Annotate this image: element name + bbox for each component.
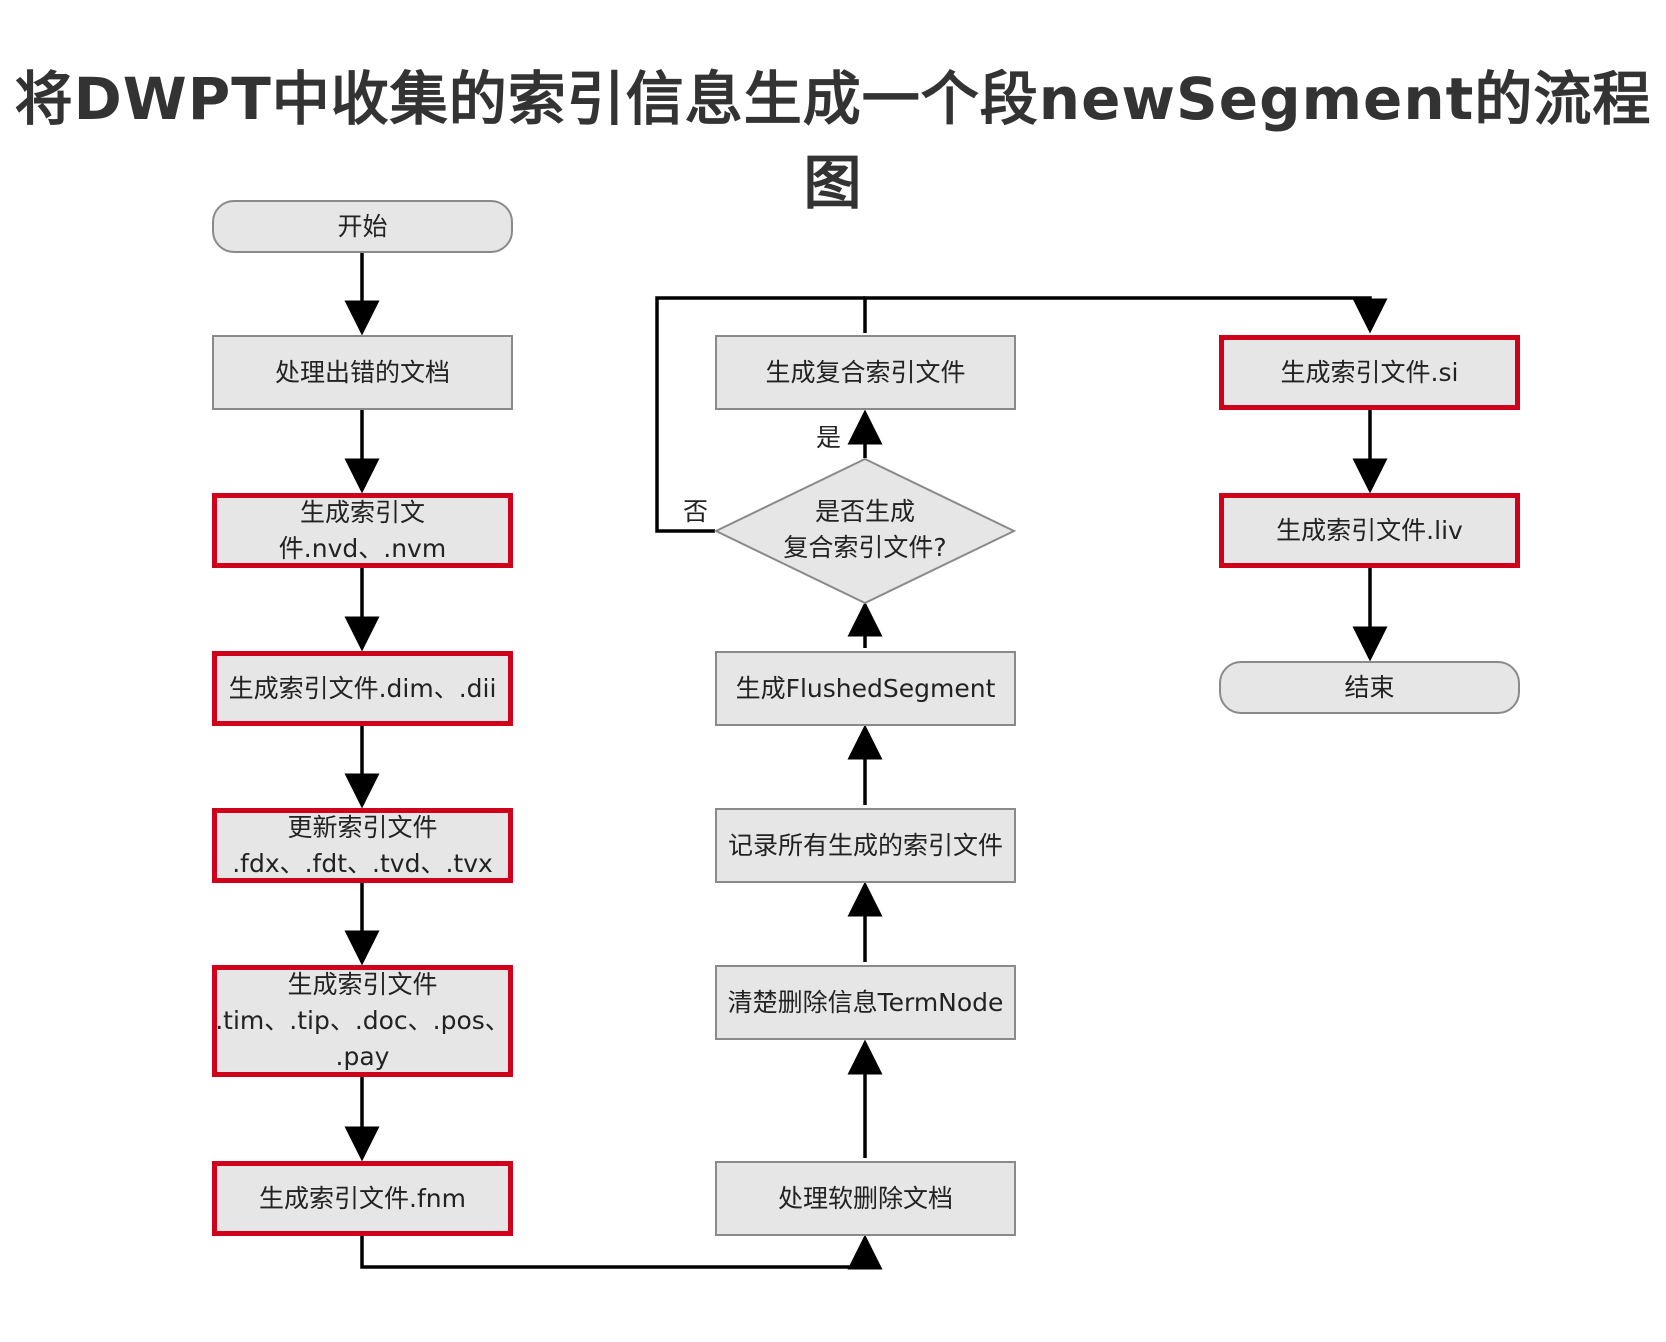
gen-dim-dii-node: 生成索引文件.dim、.dii xyxy=(212,651,513,726)
arrow-fnm-to-softdelete xyxy=(360,1234,883,1270)
record-files-node: 记录所有生成的索引文件 xyxy=(715,808,1016,883)
handle-error-docs-node: 处理出错的文档 xyxy=(212,335,513,410)
clear-delete-info-node: 清楚删除信息TermNode xyxy=(715,965,1016,1040)
no-label: 否 xyxy=(683,497,709,526)
start-node: 开始 xyxy=(212,200,513,253)
gen-liv-node: 生成索引文件.liv xyxy=(1219,493,1520,568)
diagram-title: 将DWPT中收集的索引信息生成一个段newSegment的流程图 xyxy=(14,65,1652,217)
arrow-compound-to-si xyxy=(863,296,1388,334)
gen-si-node: 生成索引文件.si xyxy=(1219,335,1520,410)
decision-diamond xyxy=(713,457,1017,605)
gen-fnm-node: 生成索引文件.fnm xyxy=(212,1161,513,1236)
handle-soft-delete-node: 处理软删除文档 xyxy=(715,1161,1016,1236)
gen-tim-node: 生成索引文件 .tim、.tip、.doc、.pos、 .pay xyxy=(212,965,513,1077)
update-fdx-node: 更新索引文件 .fdx、.fdt、.tvd、.tvx xyxy=(212,808,513,883)
gen-compound-node: 生成复合索引文件 xyxy=(715,335,1016,410)
decision-label: 是否生成 复合索引文件? xyxy=(783,497,947,562)
end-node: 结束 xyxy=(1219,661,1520,714)
arrow-decision-no xyxy=(655,296,865,533)
gen-flushed-segment-node: 生成FlushedSegment xyxy=(715,651,1016,726)
yes-label: 是 xyxy=(816,423,842,452)
gen-nvd-nvm-node: 生成索引文件.nvd、.nvm xyxy=(212,493,513,568)
